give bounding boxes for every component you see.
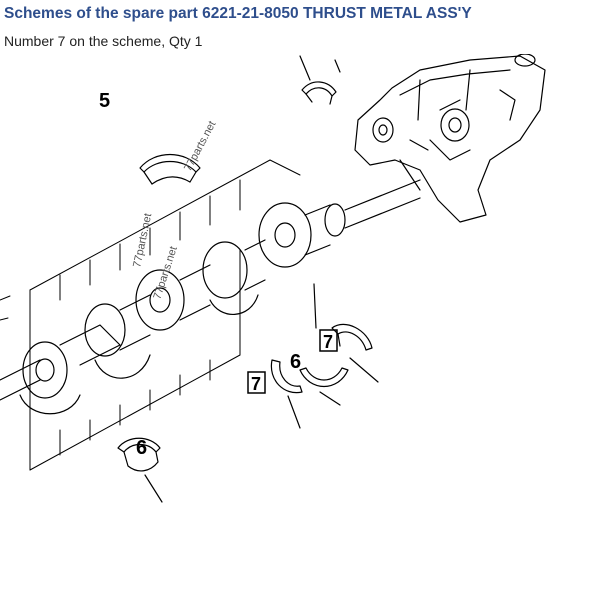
watermark: 77parts.net xyxy=(131,212,154,268)
callout-box-7-upper xyxy=(319,329,338,352)
crankshaft xyxy=(0,179,421,415)
main-bearing-shell-6-lower xyxy=(117,437,163,503)
callout-6-right: 6 xyxy=(290,351,301,373)
upper-bearing-shell xyxy=(301,81,337,105)
part-subtitle: Number 7 on the scheme, Qty 1 xyxy=(4,33,203,49)
exploded-parts-diagram: 5 6 6 7 7 77parts.net 77parts.net 77part… xyxy=(0,54,546,503)
callout-5: 5 xyxy=(99,90,110,112)
callout-6-lower: 6 xyxy=(136,437,147,459)
crankshaft-frame-lines xyxy=(0,159,301,471)
leader-line xyxy=(313,283,317,329)
watermark: 77parts.net xyxy=(182,119,218,173)
main-bearing-shell-5 xyxy=(139,154,201,185)
watermark: 77parts.net xyxy=(151,245,179,301)
thrust-washer-7-upper xyxy=(331,323,379,383)
callout-7-upper: 7 xyxy=(323,332,333,352)
thrust-washer-7-lower xyxy=(270,359,303,429)
callout-7-lower: 7 xyxy=(251,374,261,394)
page-title: Schemes of the spare part 6221-21-8050 T… xyxy=(4,5,472,22)
main-bearing-shell-6-right xyxy=(299,367,349,406)
callout-box-7-lower xyxy=(247,371,266,394)
engine-block xyxy=(299,54,546,223)
